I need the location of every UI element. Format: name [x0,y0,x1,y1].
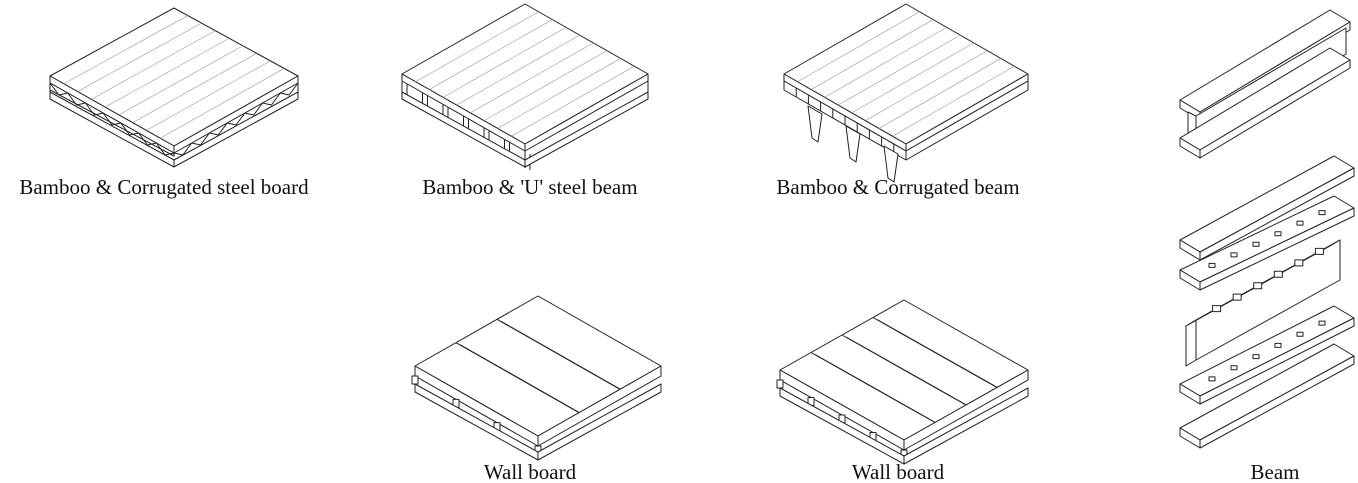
wall-board-4-panel-illustration [776,299,1029,465]
caption-wall-board-2: Wall board [852,460,945,483]
wall-board-3-panel-illustration [411,295,662,461]
caption-u-steel-beam: Bamboo & 'U' steel beam [422,175,637,199]
corrugated-beam-board-illustration [783,3,1029,183]
caption-beam: Beam [1251,460,1300,483]
corrugated-steel-board-illustration [49,7,299,168]
exploded-beam-illustration [1179,9,1355,449]
u-steel-beam-board-illustration [401,3,649,170]
caption-wall-board-1: Wall board [484,460,577,483]
caption-corrugated-beam: Bamboo & Corrugated beam [776,175,1019,199]
caption-corrugated-steel-board: Bamboo & Corrugated steel board [19,175,309,199]
